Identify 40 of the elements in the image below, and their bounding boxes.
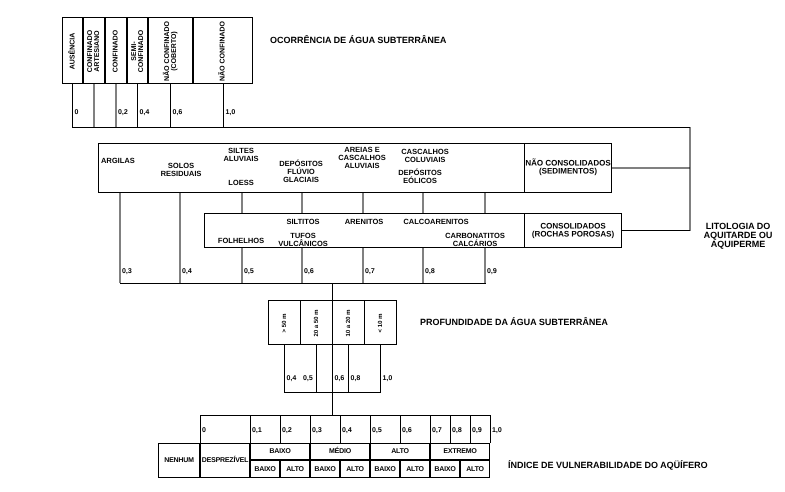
connector-line bbox=[170, 84, 171, 128]
scale-bar bbox=[120, 283, 486, 284]
connector-line bbox=[484, 248, 486, 284]
connector-line bbox=[332, 392, 333, 416]
factor-title: OCORRÊNCIA DE ÁGUA SUBTERRÂNEA bbox=[270, 36, 446, 45]
class-box bbox=[524, 143, 612, 193]
connector-line bbox=[484, 192, 486, 214]
connector-line bbox=[362, 192, 364, 214]
scale-bar bbox=[200, 415, 491, 416]
scale-bar bbox=[72, 127, 224, 128]
connector-line bbox=[422, 248, 424, 284]
connector-line bbox=[72, 84, 73, 128]
class-label: NÃO CONSOLIDADOS (SEDIMENTOS) bbox=[525, 160, 611, 176]
category-box bbox=[62, 17, 83, 84]
class-box bbox=[524, 213, 622, 248]
connector-line bbox=[223, 84, 224, 128]
factor-title: ÍNDICE DE VULNERABILIDADE DO AQÜÍFERO bbox=[508, 461, 708, 470]
depth-box bbox=[332, 300, 365, 345]
connector-line bbox=[380, 344, 381, 392]
connector-line bbox=[362, 248, 364, 284]
category-box bbox=[148, 17, 193, 84]
lithology-band bbox=[98, 143, 525, 193]
category-box bbox=[83, 17, 105, 84]
category-box bbox=[105, 17, 127, 84]
lithology-band bbox=[204, 213, 525, 248]
class-label: CONSOLIDADOS (ROCHAS POROSAS) bbox=[530, 222, 616, 239]
depth-box bbox=[300, 300, 333, 345]
connector-line bbox=[284, 344, 285, 392]
depth-box bbox=[364, 300, 397, 345]
factor-title: PROFUNDIDADE DA ÁGUA SUBTERRÂNEA bbox=[420, 318, 608, 327]
connector-line bbox=[348, 344, 349, 392]
category-box bbox=[127, 17, 148, 84]
connector-line bbox=[137, 84, 138, 128]
connector-line bbox=[316, 344, 317, 392]
connector-line bbox=[422, 192, 424, 214]
connector-line bbox=[224, 127, 690, 231]
category-box bbox=[193, 17, 253, 84]
scale-bar bbox=[284, 392, 381, 393]
depth-box bbox=[268, 300, 301, 345]
factor-title: LITOLOGIA DO AQUITARDE OU AQUIPERME bbox=[702, 222, 774, 249]
